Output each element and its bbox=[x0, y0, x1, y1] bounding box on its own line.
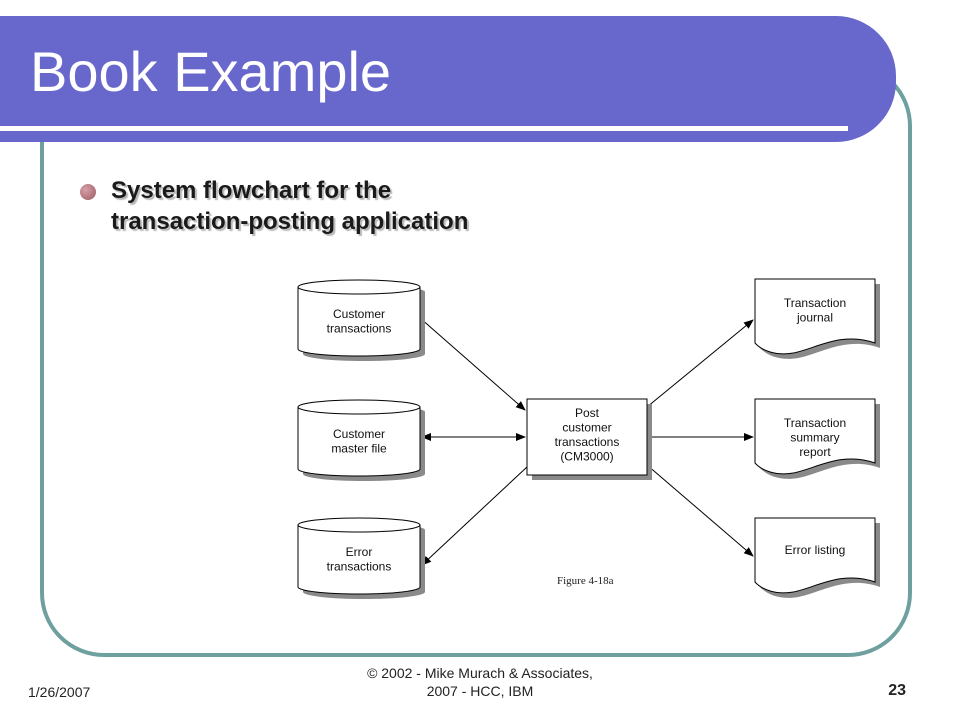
disk-top-curve bbox=[297, 524, 421, 533]
node-label: summary bbox=[790, 431, 839, 445]
node-label: transactions bbox=[327, 560, 392, 574]
node-label: customer bbox=[562, 421, 611, 435]
process-shape bbox=[526, 398, 648, 476]
node-label: (CM3000) bbox=[560, 450, 613, 464]
footer-copyright-line: © 2002 - Mike Murach & Associates, bbox=[367, 665, 593, 681]
node-label: transactions bbox=[327, 322, 392, 336]
document-shape bbox=[754, 278, 876, 355]
flow-arrow bbox=[646, 319, 754, 408]
node-label: Customer bbox=[333, 427, 385, 441]
disk-top-curve bbox=[297, 406, 421, 415]
flow-arrow bbox=[419, 317, 526, 411]
bullet-dot-icon bbox=[80, 184, 96, 200]
node-label: transactions bbox=[555, 435, 620, 449]
page-number: 23 bbox=[888, 682, 906, 699]
footer-date: 1/26/2007 bbox=[28, 684, 91, 700]
title-band bbox=[0, 16, 896, 142]
document-shape bbox=[754, 398, 876, 475]
footer-copyright-line: 2007 - HCC, IBM bbox=[426, 683, 534, 699]
node-label: master file bbox=[331, 442, 387, 456]
disk-shape bbox=[297, 399, 421, 477]
node-label: Transaction bbox=[784, 416, 846, 430]
bullet-text: System flowchart for the transaction-pos… bbox=[111, 177, 469, 235]
node-label: journal bbox=[796, 311, 833, 325]
node-label: Error listing bbox=[785, 543, 846, 557]
disk-shape bbox=[297, 517, 421, 595]
title-rule bbox=[0, 126, 848, 131]
node-label: Customer bbox=[333, 307, 385, 321]
error-listing-node: Error listing bbox=[754, 517, 880, 598]
node-label: report bbox=[799, 445, 831, 459]
footer-copyright: © 2002 - Mike Murach & Associates, 2007 … bbox=[300, 664, 660, 700]
flow-arrow bbox=[421, 466, 528, 566]
node-label: Post bbox=[575, 406, 600, 420]
document-shape bbox=[754, 517, 876, 594]
disk-top-curve bbox=[297, 286, 421, 295]
flow-arrow bbox=[646, 464, 754, 557]
disk-shape bbox=[297, 279, 421, 357]
slide-title: Book Example bbox=[30, 40, 392, 103]
figure-caption: Figure 4-18a bbox=[557, 575, 614, 587]
node-label: Transaction bbox=[784, 296, 846, 310]
node-label: Error bbox=[346, 545, 373, 559]
